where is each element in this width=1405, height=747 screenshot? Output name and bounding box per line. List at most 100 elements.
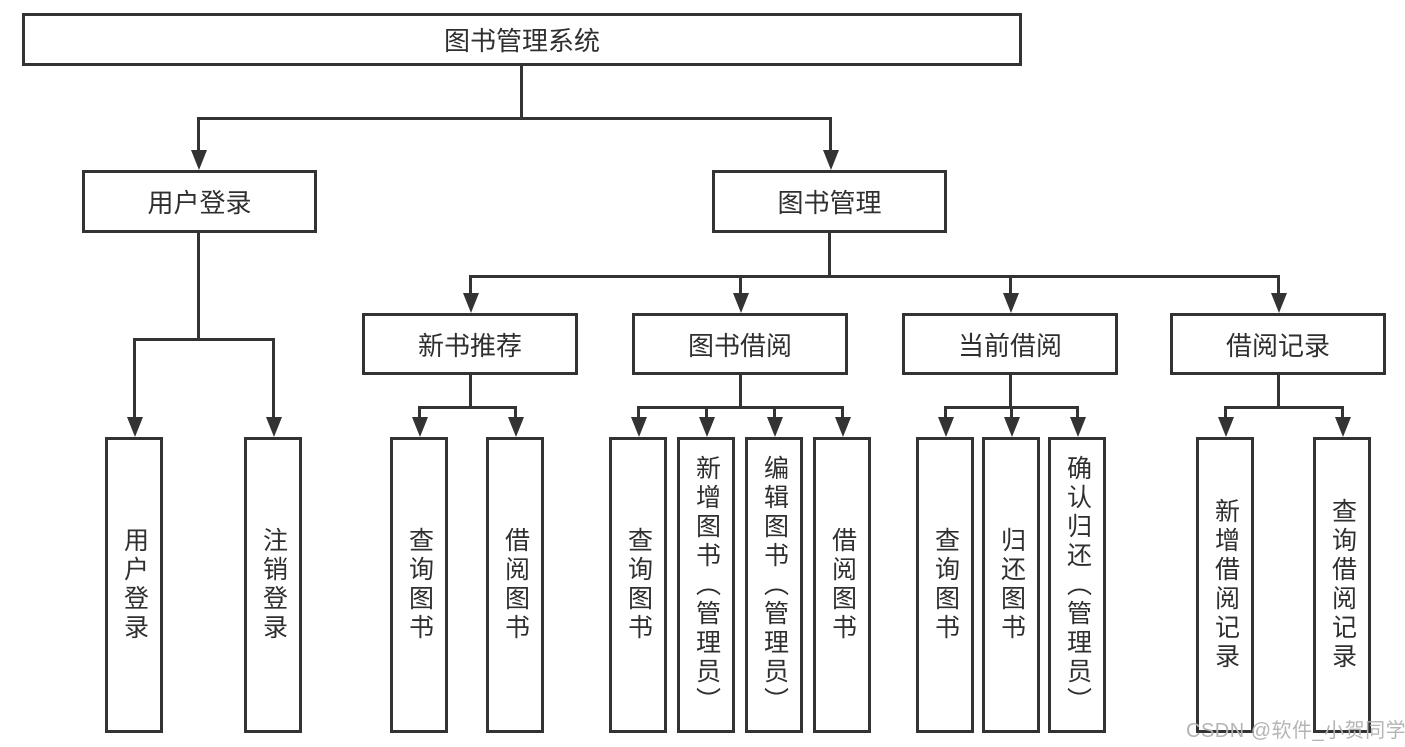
connector-stem-book-management [828,233,831,278]
arrowhead-icon [411,417,428,437]
node-label: 确认归还（管理员） [1063,454,1092,716]
connector-rail-new-book-children [418,406,517,409]
leaf-borrow-borrow-books: 借阅图书 [813,437,871,733]
leaf-records-query-borrow-record: 查询借阅记录 [1313,437,1371,733]
arrowhead-icon [1003,417,1020,437]
connector-line-segment [1341,406,1344,417]
arrowhead-icon [190,150,207,170]
node-label: 当前借阅 [957,330,1062,361]
connector-line-segment [1277,275,1280,293]
arrow-to-book-borrow [732,275,749,313]
arrowhead-icon [698,417,715,437]
arrow-to-current-confirm [1069,406,1086,437]
connector-line-segment [1224,406,1227,417]
node-user-login: 用户登录 [82,170,317,233]
leaf-logout-login: 注销登录 [244,437,302,733]
leaf-records-add-borrow-record: 新增借阅记录 [1196,437,1254,733]
connector-line-segment [272,338,275,417]
leaf-borrow-query-books: 查询图书 [609,437,667,733]
arrowhead-icon [1069,417,1086,437]
node-label: 查询图书 [931,527,960,643]
node-borrow-records: 借阅记录 [1170,313,1386,375]
arrow-to-borrow-query [630,406,647,437]
leaf-newbook-borrow-books: 借阅图书 [486,437,544,733]
node-label: 新增借阅记录 [1211,498,1240,672]
node-label: 图书借阅 [687,330,792,361]
leaf-borrow-edit-books-admin: 编辑图书（管理员） [745,437,803,733]
node-book-borrow: 图书借阅 [632,313,848,375]
node-label: 借阅记录 [1225,330,1330,361]
connector-stem-user-login [197,233,200,341]
arrowhead-icon [265,417,282,437]
node-label: 借阅图书 [828,527,857,643]
arrowhead-icon [1334,417,1351,437]
node-label: 用户登录 [147,188,252,218]
node-current-borrow: 当前借阅 [902,313,1118,375]
arrow-to-records-query [1334,406,1351,437]
arrow-to-leaf-logout [265,338,282,437]
arrow-to-newbook-borrow [507,406,524,437]
arrowhead-icon [766,417,783,437]
leaf-current-return-books: 归还图书 [982,437,1040,733]
arrow-to-borrow-borrow [834,406,851,437]
arrowhead-icon [630,417,647,437]
connector-line-segment [739,275,742,293]
arrow-to-current-query [937,406,954,437]
leaf-newbook-query-books: 查询图书 [390,437,448,733]
connector-stem-borrow-records [1277,375,1280,409]
node-label: 查询图书 [405,527,434,643]
arrow-to-newbook-query [411,406,428,437]
connector-line-segment [514,406,517,417]
connector-stem-current-borrow [1009,375,1012,409]
arrowhead-icon [1217,417,1234,437]
arrowhead-icon [1270,293,1287,313]
connector-line-segment [197,117,200,150]
arrowhead-icon [834,417,851,437]
node-label: 用户登录 [120,527,149,643]
arrowhead-icon [126,417,143,437]
connector-line-segment [705,406,708,417]
arrowhead-icon [937,417,954,437]
connector-rail-book-borrow-children [637,406,844,409]
node-new-book-recommend: 新书推荐 [362,313,578,375]
arrowhead-icon [1002,293,1019,313]
connector-line-segment [418,406,421,417]
arrowhead-icon [732,293,749,313]
node-label: 归还图书 [997,527,1026,643]
connector-line-segment [1010,406,1013,417]
arrowhead-icon [822,150,839,170]
arrow-to-borrow-add [698,406,715,437]
arrow-to-user-login [190,117,207,170]
arrow-to-current-return [1003,406,1020,437]
leaf-user-login: 用户登录 [105,437,163,733]
arrow-to-records-add [1217,406,1234,437]
node-label: 编辑图书（管理员） [760,454,789,716]
arrowhead-icon [462,293,479,313]
leaf-borrow-add-books-admin: 新增图书（管理员） [677,437,735,733]
connector-stem-new-book [469,375,472,409]
node-book-management: 图书管理 [712,170,947,233]
connector-stem-root [520,66,523,120]
arrow-to-leaf-user-login [126,338,143,437]
connector-line-segment [944,406,947,417]
node-label: 图书管理 [777,188,882,218]
connector-line-segment [133,338,136,417]
arrow-to-new-book [462,275,479,313]
connector-line-segment [829,117,832,150]
connector-line-segment [1009,275,1012,293]
node-label: 注销登录 [259,527,288,643]
leaf-current-confirm-return-admin: 确认归还（管理员） [1048,437,1106,733]
connector-rail-level2 [197,117,831,120]
arrowhead-icon [507,417,524,437]
connector-rail-user-login-children [133,338,275,341]
node-label: 查询图书 [624,527,653,643]
connector-line-segment [841,406,844,417]
node-label: 图书管理系统 [443,26,600,56]
arrow-to-current-borrow [1002,275,1019,313]
connector-line-segment [1076,406,1079,417]
connector-line-segment [773,406,776,417]
watermark: CSDN @软件_小贺同学 [1186,720,1405,742]
connector-rail-borrow-records-children [1224,406,1344,409]
connector-line-segment [469,275,472,293]
